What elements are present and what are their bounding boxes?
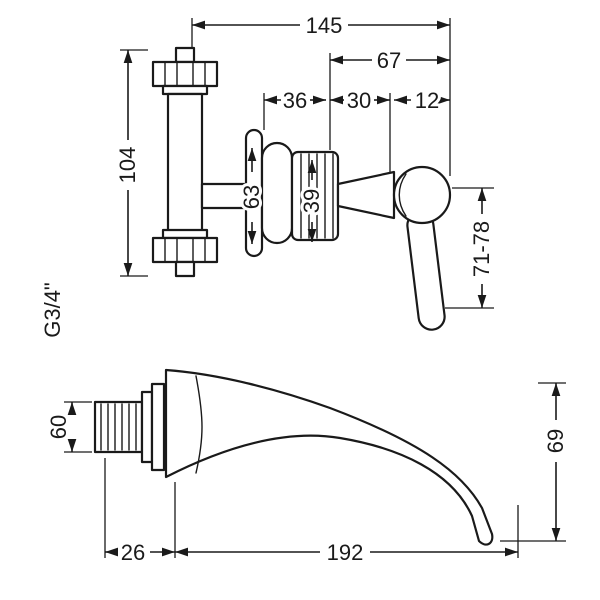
dimension-192: 192 xyxy=(175,505,519,568)
dim-label-thread-size: G3/4" xyxy=(40,282,65,338)
dim-label-escutcheon-depth: 36 xyxy=(283,88,307,113)
dimension-69: 69 xyxy=(500,382,571,542)
dim-label-escutcheon-diameter: 63 xyxy=(239,185,264,209)
spout-side-view: G3/4" 60 26 192 xyxy=(37,279,571,568)
dimension-39: 39 xyxy=(296,160,327,242)
dimension-60: 60 xyxy=(43,401,92,453)
dim-label-stem-depth: 12 xyxy=(415,88,439,113)
valve-cartridge-assembly xyxy=(200,128,396,258)
dim-label-cartridge-depth: 30 xyxy=(347,88,371,113)
dimension-26: 26 xyxy=(104,458,176,568)
dimension-36: 36 xyxy=(263,85,326,130)
dimension-104: 104 xyxy=(112,49,148,277)
dimension-30: 30 xyxy=(330,85,391,172)
handle-hub xyxy=(392,165,452,225)
dim-label-projection: 192 xyxy=(327,540,364,565)
spout-body xyxy=(164,368,494,546)
spout-threaded-tail xyxy=(93,400,144,454)
dimension-145: 145 xyxy=(191,10,451,176)
valve-handle xyxy=(392,165,452,331)
dimension-63: 63 xyxy=(236,148,267,244)
dim-label-drop: 69 xyxy=(543,429,568,453)
dimension-12: 12 xyxy=(394,85,450,116)
dimension-67: 67 xyxy=(329,45,450,150)
spout-wall-flange xyxy=(140,382,166,472)
dim-label-handle-range: 71-78 xyxy=(469,221,494,277)
dim-label-total-width: 145 xyxy=(306,13,343,38)
dim-label-cartridge-diameter: 39 xyxy=(299,189,324,213)
dimension-71-78: 71-78 xyxy=(445,187,497,309)
valve-elevation-view: 145 67 36 30 12 xyxy=(112,10,497,331)
thread-size-label: G3/4" xyxy=(37,279,68,341)
dim-label-body-height: 104 xyxy=(115,147,140,184)
dim-label-right-section: 67 xyxy=(377,48,401,73)
dim-label-wall-depth: 26 xyxy=(121,540,145,565)
dim-label-thread-length: 60 xyxy=(46,415,71,439)
valve-pipe-body xyxy=(151,46,219,278)
